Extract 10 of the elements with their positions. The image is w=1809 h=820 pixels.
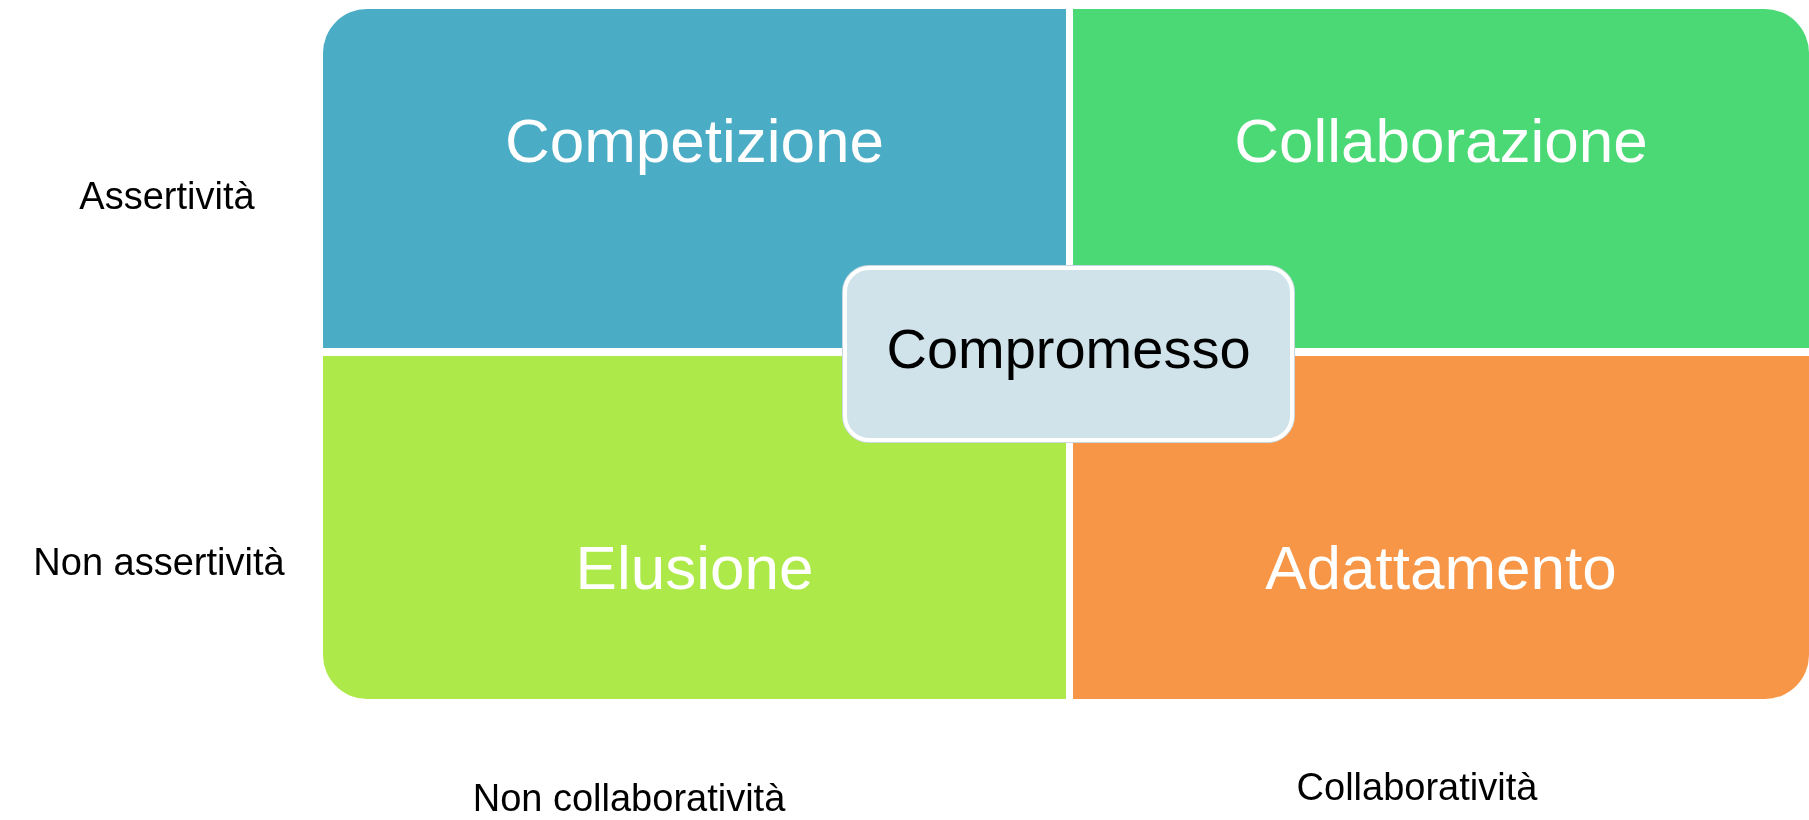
node-label: Collaborazione xyxy=(1234,105,1648,177)
node-label: Compromesso xyxy=(886,316,1251,382)
axis-label: Non collaboratività xyxy=(472,776,786,820)
node-label: Elusione xyxy=(575,532,814,604)
axis-label: Assertività xyxy=(79,174,255,218)
node-label: Competizione xyxy=(504,105,885,177)
axis-label: Collaboratività xyxy=(1296,765,1538,809)
axis-label: Non assertività xyxy=(33,540,285,584)
center-box xyxy=(843,266,1294,442)
node-label: Adattamento xyxy=(1265,532,1617,604)
